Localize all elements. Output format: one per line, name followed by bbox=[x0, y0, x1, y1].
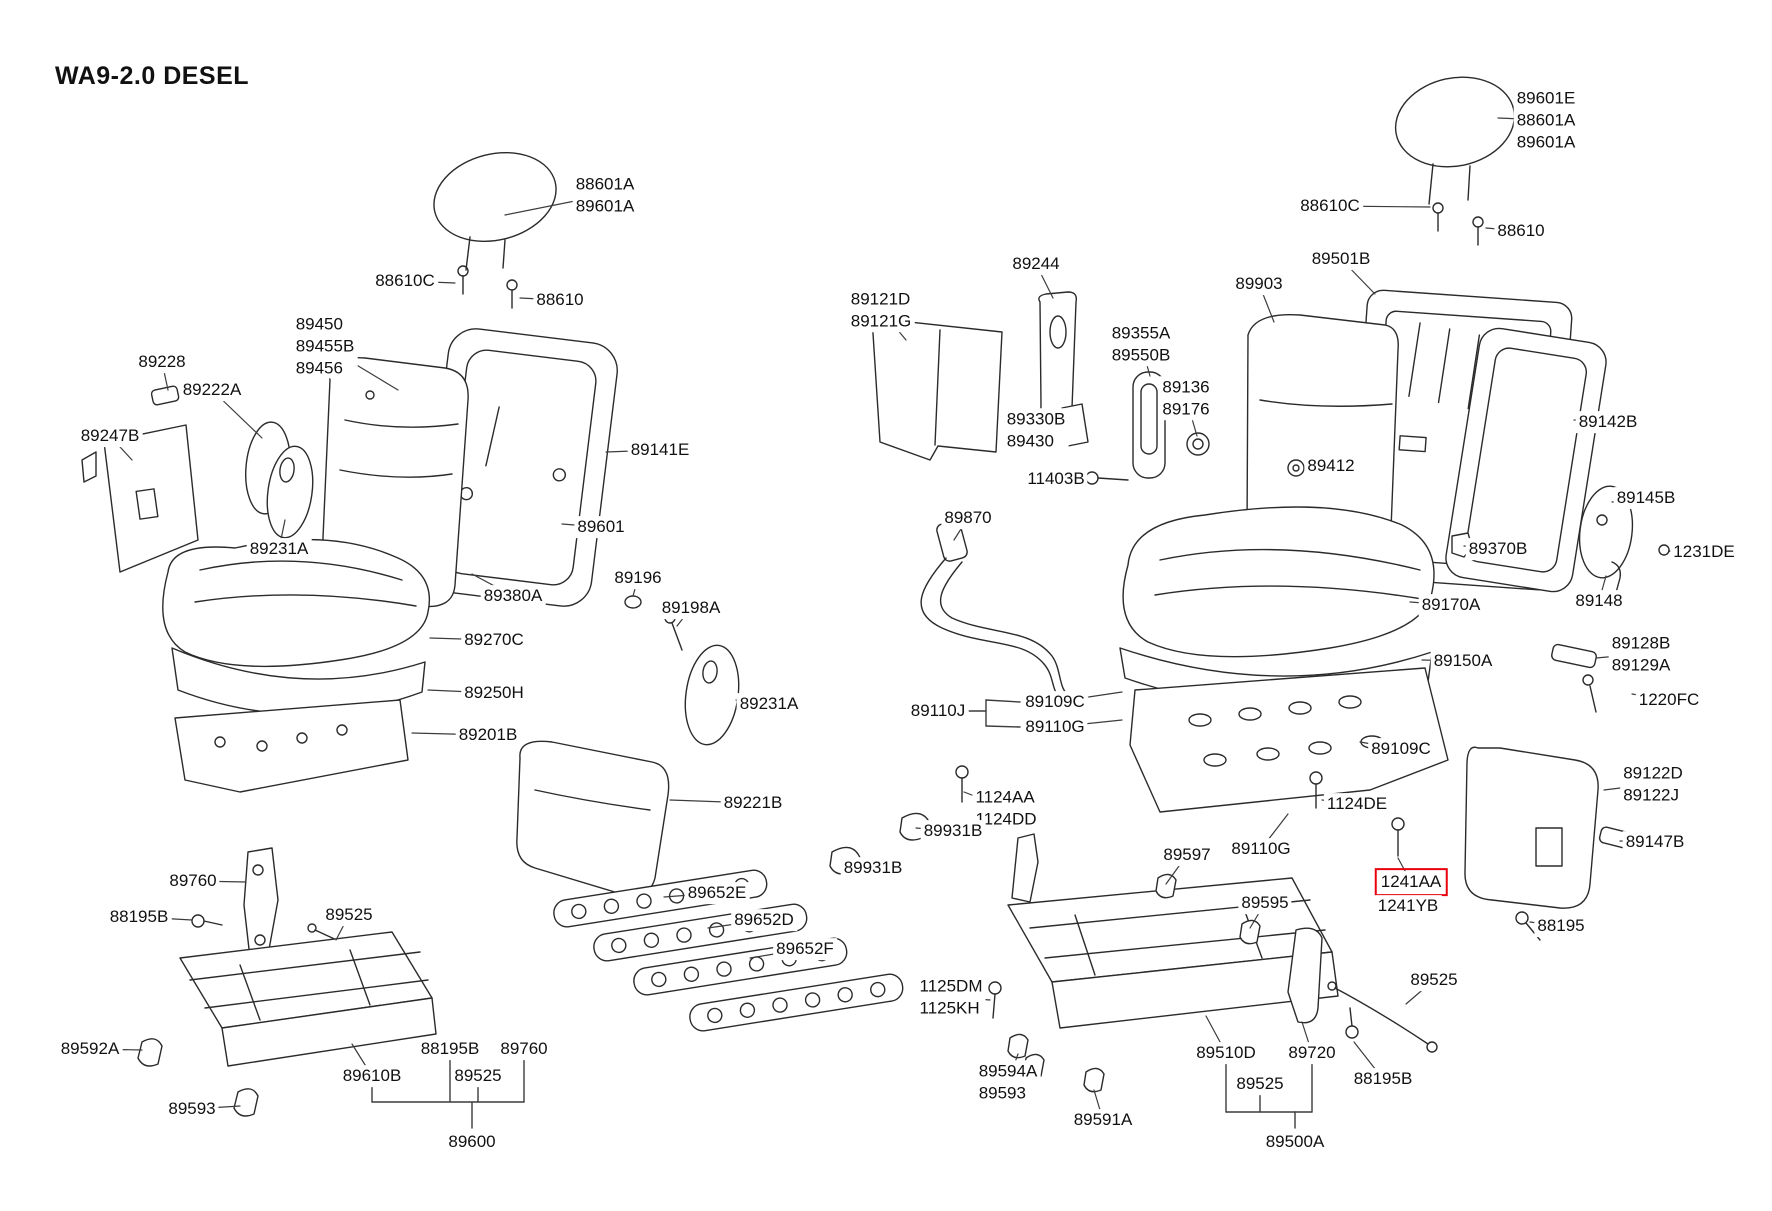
page-title: WA9-2.0 DESEL bbox=[55, 62, 250, 90]
part-label[interactable]: 89510D bbox=[1193, 1042, 1259, 1064]
left-back-panels bbox=[81, 385, 314, 573]
part-label[interactable]: 89601 bbox=[574, 516, 628, 538]
left-bottom-bracket bbox=[371, 1059, 525, 1129]
left-seat-track bbox=[137, 931, 437, 1117]
part-label[interactable]: 89109C bbox=[1022, 691, 1088, 713]
part-label[interactable]: 89501B bbox=[1308, 248, 1374, 270]
part-label[interactable]: 89593 bbox=[165, 1098, 219, 1120]
part-label[interactable]: 89931B bbox=[920, 820, 986, 842]
right-small-back-parts bbox=[871, 291, 1210, 485]
part-label[interactable]: 89147B bbox=[1622, 831, 1688, 853]
part-label[interactable]: 89170A bbox=[1418, 594, 1484, 616]
part-label[interactable]: 89110G bbox=[1228, 838, 1294, 860]
part-label[interactable]: 89601E 88601A 89601A bbox=[1513, 87, 1579, 153]
part-label[interactable]: 88195 bbox=[1534, 915, 1588, 937]
part-label[interactable]: 89244 bbox=[1009, 253, 1063, 275]
right-seat-pan bbox=[1129, 667, 1449, 813]
part-label[interactable]: 89610B bbox=[339, 1065, 405, 1087]
right-bottom-bracket bbox=[1225, 1063, 1313, 1129]
part-label[interactable]: 89370B bbox=[1465, 538, 1531, 560]
part-label[interactable]: 89198A bbox=[658, 597, 724, 619]
part-label[interactable]: 89525 bbox=[1407, 969, 1461, 991]
part-label[interactable]: 89760 bbox=[166, 870, 220, 892]
part-label[interactable]: 89760 bbox=[497, 1038, 551, 1060]
part-label[interactable]: 89600 bbox=[445, 1131, 499, 1153]
part-label[interactable]: 89355A 89550B bbox=[1108, 322, 1174, 366]
part-label[interactable]: 89228 bbox=[135, 351, 189, 373]
part-label[interactable]: 88610C bbox=[372, 270, 438, 292]
left-cushion-pad bbox=[171, 647, 426, 715]
part-label[interactable]: 89720 bbox=[1285, 1042, 1339, 1064]
part-label[interactable]: 89201B bbox=[455, 724, 521, 746]
part-label[interactable]: 89597 bbox=[1160, 844, 1214, 866]
part-label[interactable]: 89525 bbox=[322, 904, 376, 926]
part-label[interactable]: 89148 bbox=[1572, 590, 1626, 612]
right-side-hardware bbox=[1451, 485, 1691, 713]
part-label[interactable]: 1125DM 1125KH bbox=[916, 975, 986, 1019]
part-label[interactable]: 88195B bbox=[106, 906, 172, 928]
left-headrest bbox=[433, 151, 557, 309]
part-label[interactable]: 88610 bbox=[1494, 220, 1548, 242]
part-label[interactable]: 89903 bbox=[1232, 273, 1286, 295]
part-label[interactable]: 89231A bbox=[246, 538, 312, 560]
part-label[interactable]: 89150A bbox=[1430, 650, 1496, 672]
part-label[interactable]: 89595 bbox=[1238, 892, 1292, 914]
part-label[interactable]: 89136 89176 bbox=[1159, 376, 1213, 420]
part-label[interactable]: 89110G bbox=[1022, 716, 1088, 738]
part-label[interactable]: 88195B bbox=[1350, 1068, 1416, 1090]
part-label-highlighted[interactable]: 1241AA bbox=[1374, 868, 1448, 896]
part-label[interactable]: 89330B 89430 bbox=[1003, 408, 1069, 452]
part-label[interactable]: 89231A bbox=[736, 693, 802, 715]
part-label[interactable]: 89931B bbox=[840, 857, 906, 879]
part-label[interactable]: 89145B bbox=[1613, 487, 1679, 509]
part-label[interactable]: 89122D 89122J bbox=[1620, 762, 1686, 806]
part-label[interactable]: 89380A bbox=[480, 585, 546, 607]
left-side-covers bbox=[516, 595, 740, 896]
part-label[interactable]: 89500A bbox=[1262, 1131, 1328, 1153]
part-label[interactable]: 89594A 89593 bbox=[975, 1060, 1041, 1104]
part-label[interactable]: 88195B bbox=[417, 1038, 483, 1060]
part-label[interactable]: 1231DE bbox=[1670, 541, 1738, 563]
part-label[interactable]: 89270C bbox=[461, 629, 527, 651]
part-label[interactable]: 1220FC bbox=[1635, 689, 1703, 711]
part-label[interactable]: 89247B bbox=[77, 425, 143, 447]
part-label[interactable]: 88610C bbox=[1297, 195, 1363, 217]
part-label[interactable]: 88610 bbox=[533, 289, 587, 311]
part-label[interactable]: 89652E bbox=[684, 882, 750, 904]
part-label[interactable]: 89592A bbox=[57, 1038, 123, 1060]
part-label[interactable]: 1241YB bbox=[1374, 895, 1442, 917]
part-label[interactable]: 89109C bbox=[1368, 738, 1434, 760]
part-label[interactable]: 11403B bbox=[1024, 468, 1088, 490]
part-label[interactable]: 89652D bbox=[731, 909, 797, 931]
part-label[interactable]: 89652F bbox=[773, 938, 837, 960]
part-label[interactable]: 89142B bbox=[1575, 411, 1641, 433]
part-label[interactable]: 88601A 89601A bbox=[572, 173, 638, 217]
part-label[interactable]: 89128B 89129A bbox=[1608, 632, 1674, 676]
part-label[interactable]: 1124DE bbox=[1323, 793, 1391, 815]
part-label[interactable]: 89121D 89121G bbox=[847, 288, 915, 332]
right-back-panel bbox=[1445, 327, 1607, 593]
part-label[interactable]: 89591A bbox=[1070, 1109, 1136, 1131]
part-label[interactable]: 89525 bbox=[451, 1065, 505, 1087]
part-label[interactable]: 89196 bbox=[611, 567, 665, 589]
right-seat-cushion bbox=[1122, 506, 1435, 658]
part-label[interactable]: 89250H bbox=[461, 682, 527, 704]
part-label[interactable]: 89222A bbox=[179, 379, 245, 401]
part-label[interactable]: 89870 bbox=[941, 507, 995, 529]
part-label[interactable]: 89412 bbox=[1304, 455, 1358, 477]
part-label[interactable]: 89221B bbox=[720, 792, 786, 814]
part-label[interactable]: 89450 89455B 89456 bbox=[292, 313, 358, 379]
part-label[interactable]: 89525 bbox=[1233, 1073, 1287, 1095]
left-seat-cushion bbox=[162, 538, 430, 668]
right-label-brace bbox=[965, 699, 1021, 728]
left-cushion-frame bbox=[174, 699, 409, 793]
part-label[interactable]: 89141E bbox=[627, 439, 693, 461]
part-label[interactable]: 89110J bbox=[907, 700, 969, 722]
